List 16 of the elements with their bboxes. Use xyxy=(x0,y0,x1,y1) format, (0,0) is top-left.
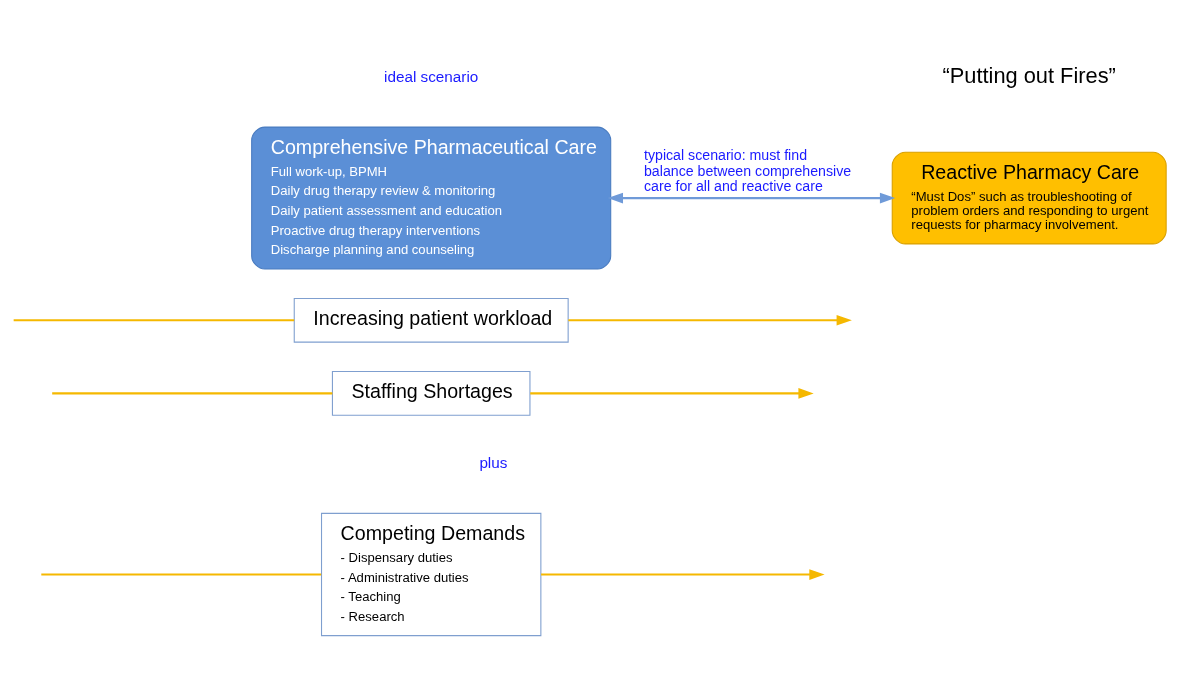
arrow xyxy=(530,388,814,399)
label: plus xyxy=(479,454,508,472)
arrow xyxy=(607,192,896,204)
arrow xyxy=(568,314,852,326)
node-box: Competing Demands - Dispensary duties - Administrative duties - Teaching - Research xyxy=(320,512,542,637)
node-box: Staffing Shortages xyxy=(331,371,531,416)
connector xyxy=(13,319,295,322)
node-label: “Putting out Fires” xyxy=(942,63,1116,89)
edge-label: typical scenario: must find balance between comprehensive care for all and reactive care xyxy=(643,147,852,194)
node-box: Reactive Pharmacy Care “Must Dos” such as troubleshooting of problem orders and responding to urgent requests for pharmacy involvement. xyxy=(891,151,1167,245)
node-box: Comprehensive Pharmaceutical Care Full work-up, BPMH Daily drug therapy review & monitoring Daily patient assessment and education Proactive drug therapy interventions Discharge planning and counseling xyxy=(251,126,612,270)
node-label: ideal scenario xyxy=(384,68,479,86)
connector xyxy=(52,392,333,395)
node-box: Increasing patient workload xyxy=(293,297,569,343)
arrow xyxy=(541,569,825,580)
connector xyxy=(41,573,322,576)
